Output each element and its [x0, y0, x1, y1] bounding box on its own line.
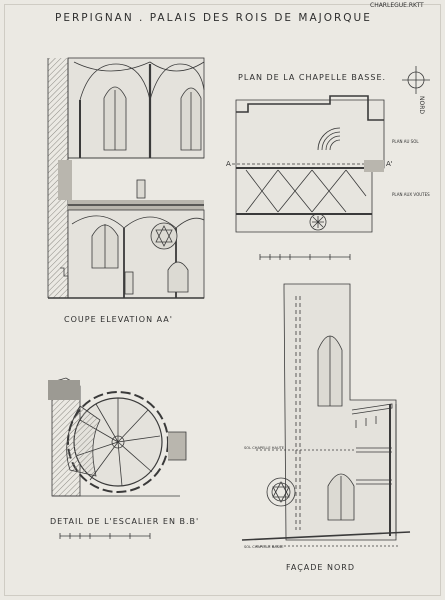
north-facade-drawing — [241, 283, 411, 547]
plan-note-ground: PLAN AU SOL — [392, 139, 419, 144]
sheet-reference: CHARLEGUE.RKTT — [370, 2, 424, 9]
sheet-title: PERPIGNAN . PALAIS DES ROIS DE MAJORQUE — [55, 12, 372, 24]
chapel-plan-drawing — [232, 66, 430, 260]
coupe-elevation-drawing — [47, 57, 205, 299]
plan-marker-a: A — [226, 160, 231, 168]
facade-caption: FAÇADE NORD — [286, 563, 355, 572]
facade-level-upper: SOL CHAPELLE HAUTE — [244, 446, 285, 450]
plan-note-vaults: PLAN AUX VOUTES — [392, 192, 430, 197]
coupe-caption: COUPE ELEVATION AA' — [64, 315, 173, 324]
staircase-detail-drawing — [48, 377, 187, 539]
plan-caption: PLAN DE LA CHAPELLE BASSE. — [238, 73, 386, 82]
plan-marker-a-prime: A' — [386, 160, 393, 168]
staircase-caption: DETAIL DE L'ESCALIER EN B.B' — [50, 517, 199, 526]
facade-level-lower: SOL CHAPELLE BASSE — [244, 545, 284, 549]
sheet-border — [4, 4, 441, 596]
north-label: NORD — [418, 96, 425, 114]
